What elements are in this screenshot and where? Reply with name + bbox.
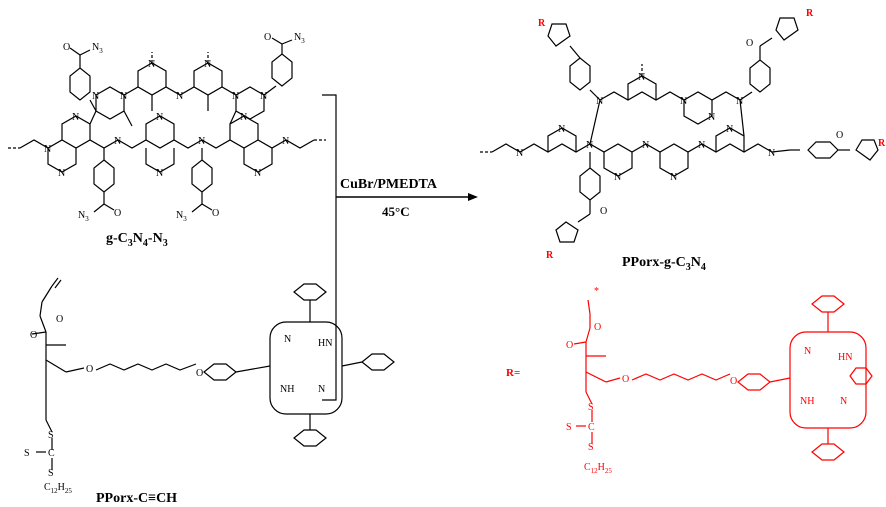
svg-text:O: O [264,32,271,43]
svg-text:S: S [48,430,54,441]
svg-text:R: R [878,138,886,149]
svg-text:O: O [836,130,843,141]
svg-text:S: S [588,442,594,453]
svg-text:N: N [768,148,775,159]
product-r-labels: R R R R [538,8,886,261]
svg-text:N3: N3 [176,210,187,223]
svg-text:N: N [726,124,733,135]
heptazine-n-atoms: N N N N N N N N N N N N N N N N N [44,59,289,179]
svg-text:O: O [622,374,629,385]
svg-text:N: N [72,112,79,123]
svg-text:N: N [642,140,649,151]
svg-text:C12H25: C12H25 [584,462,612,475]
svg-text:N: N [156,112,163,123]
reaction-bracket [322,94,337,401]
svg-text:N: N [284,334,291,345]
reactant-1-label: g-C3N4-N3 [106,231,168,249]
svg-text:N: N [558,124,565,135]
svg-text:N: N [148,59,155,70]
svg-text:N: N [680,96,687,107]
svg-text:S: S [24,448,30,459]
svg-text:HN: HN [318,338,332,349]
svg-text:N3: N3 [92,42,103,55]
svg-text:N: N [638,72,645,83]
svg-text:N: N [198,136,205,147]
svg-text:N: N [114,136,121,147]
svg-text:R: R [806,8,814,19]
svg-text:NH: NH [800,396,814,407]
svg-text:N: N [698,140,705,151]
svg-text:N: N [670,172,677,183]
svg-text:R: R [538,18,546,29]
svg-text:N: N [614,172,621,183]
svg-text:R: R [546,250,554,261]
svg-text:N: N [840,396,847,407]
svg-text:O: O [114,208,121,219]
svg-text:O: O [566,340,573,351]
pporx-alkyne-structure: O O O O N HN NH N S S C S C12H25 [24,277,395,495]
product-network-structure: N N N N N N N N N N N N N N [480,8,886,261]
svg-text:O: O [730,376,737,387]
svg-text:N: N [804,346,811,357]
svg-text:N: N [92,91,99,102]
reactant-2-label: PPorx-C≡CH [96,491,177,506]
svg-text:N: N [176,91,183,102]
svg-text:C: C [48,448,55,459]
svg-text:N: N [708,112,715,123]
svg-text:N3: N3 [78,210,89,223]
svg-text:N3: N3 [294,32,305,45]
svg-text:N: N [586,140,593,151]
svg-text:O: O [56,314,63,325]
svg-text:N: N [260,91,267,102]
reaction-reagent: CuBr/PMEDTA [340,177,438,192]
svg-text:N: N [120,91,127,102]
g-c3n4-n3-structure: N N N N N N N N N N N N N N N N N [8,32,326,223]
svg-text:C: C [588,422,595,433]
svg-text:N: N [516,148,523,159]
svg-text:O: O [600,206,607,217]
svg-text:*: * [594,286,599,297]
svg-text:S: S [566,422,572,433]
product-n-atoms: N N N N N N N N N N N N N N [516,72,775,183]
svg-text:N: N [596,96,603,107]
svg-text:O: O [746,38,753,49]
reaction-arrow [336,193,478,201]
pporx-atom-labels: O O O O N HN NH N S S C S C12H25 [24,314,332,495]
svg-text:N: N [318,384,325,395]
svg-text:O: O [196,368,203,379]
svg-text:N: N [58,168,65,179]
svg-text:N: N [156,168,163,179]
reaction-temperature: 45°C [382,204,410,219]
svg-text:O: O [30,330,37,341]
svg-text:N: N [282,136,289,147]
svg-text:O: O [63,42,70,53]
r-group-atom-labels: * O O O O N HN NH N S S C S C12H25 [566,286,852,475]
svg-text:O: O [86,364,93,375]
svg-text:O: O [594,322,601,333]
svg-text:NH: NH [280,384,294,395]
svg-text:N: N [204,59,211,70]
r-group-structure: * O O O O N HN NH N S S C S C12H25 [566,286,873,475]
svg-text:HN: HN [838,352,852,363]
azide-group-labels: O N3 O N3 N3 O N3 O [63,32,305,223]
svg-text:C12H25: C12H25 [44,482,72,495]
svg-text:N: N [736,96,743,107]
product-label: PPorx-g-C3N4 [622,255,706,273]
svg-text:O: O [212,208,219,219]
svg-text:N: N [232,91,239,102]
svg-text:N: N [240,112,247,123]
product-o-labels: O O O [600,38,843,217]
svg-text:N: N [254,168,261,179]
r-group-label: R= [506,367,520,379]
svg-text:N: N [44,144,51,155]
svg-text:S: S [588,402,594,413]
svg-text:S: S [48,468,54,479]
